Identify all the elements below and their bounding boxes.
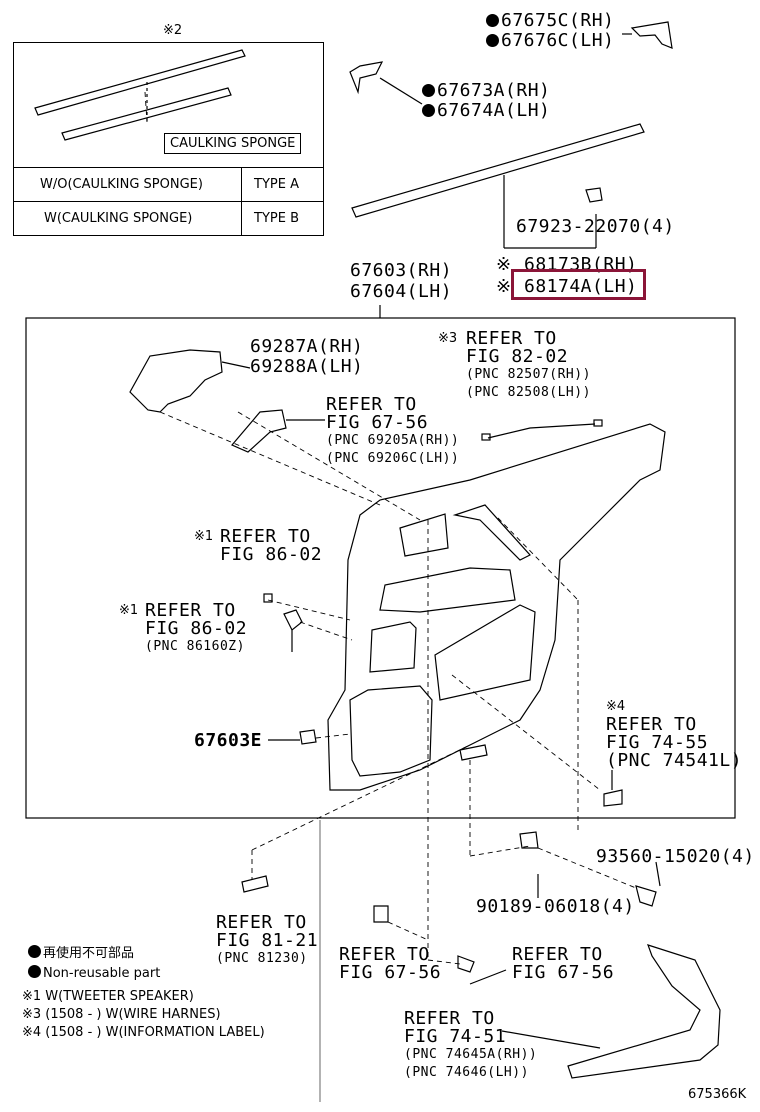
part-67676c: 67676C(LH) [486, 32, 614, 50]
part-93560: 93560-15020(4) [596, 846, 755, 867]
ref9-l1: REFER TO [404, 1008, 495, 1029]
part-67923: 67923-22070(4) [516, 216, 675, 237]
ref9-l4: (PNC 74646(LH)) [404, 1065, 529, 1080]
ref9-l2: FIG 74-51 [404, 1026, 507, 1047]
caulking-sponge-label: CAULKING SPONGE [164, 133, 302, 154]
legend-jp: 再使用不可部品 [28, 945, 134, 960]
ref4-mark: ※1 [119, 603, 139, 618]
part-67603e: 67603E [194, 730, 263, 751]
ref5-mark: ※4 [606, 699, 626, 714]
ref1-l3: (PNC 82507(RH)) [466, 367, 591, 382]
ref3-l2: FIG 86-02 [220, 544, 323, 565]
ref2-l3: (PNC 69205A(RH)) [326, 433, 460, 448]
ref6-l2: FIG 81-21 [216, 930, 319, 951]
ref4-l3: (PNC 86160Z) [145, 639, 245, 654]
caulking-sponge-inset: W/O(CAULKING SPONGE) TYPE A W(CAULKING S… [13, 42, 324, 236]
part-68173b-mark: ※ [496, 254, 512, 275]
legend-en: Non-reusable part [28, 965, 160, 980]
ref7-l2: FIG 67-56 [339, 962, 442, 983]
inset-type-b: TYPE B [254, 211, 299, 226]
ref6-l1: REFER TO [216, 912, 307, 933]
ref2-l4: (PNC 69206C(LH)) [326, 451, 460, 466]
ref1-mark: ※3 [438, 331, 458, 346]
legend-note1: ※1 W(TWEETER SPEAKER) [22, 989, 194, 1004]
ref2-l1: REFER TO [326, 394, 417, 415]
ref5-l2: FIG 74-55 [606, 732, 709, 753]
inset-type-a: TYPE A [254, 177, 299, 192]
legend-note4: ※4 (1508 - ) W(INFORMATION LABEL) [22, 1025, 265, 1040]
ref5-l3: (PNC 74541L) [606, 750, 743, 771]
ref6-l3: (PNC 81230) [216, 951, 308, 966]
part-67675c: 67675C(RH) [486, 12, 614, 30]
ref3-l1: REFER TO [220, 526, 311, 547]
inset-note-mark: ※2 [163, 23, 183, 38]
ref8-l2: FIG 67-56 [512, 962, 615, 983]
part-67673a: 67673A(RH) [422, 82, 550, 100]
diagram-id: 675366K [688, 1087, 747, 1102]
ref4-l2: FIG 86-02 [145, 618, 248, 639]
ref1-l1: REFER TO [466, 328, 557, 349]
ref2-l2: FIG 67-56 [326, 412, 429, 433]
part-69288a: 69288A(LH) [250, 356, 364, 377]
ref8-l1: REFER TO [512, 944, 603, 965]
inset-row-type-b: W(CAULKING SPONGE) TYPE B [14, 201, 323, 236]
part-69287a: 69287A(RH) [250, 336, 364, 357]
ref1-l2: FIG 82-02 [466, 346, 569, 367]
highlight-box [511, 269, 646, 300]
ref4-l1: REFER TO [145, 600, 236, 621]
part-67604: 67604(LH) [350, 281, 453, 302]
part-90189: 90189-06018(4) [476, 896, 635, 917]
inset-condition-a: W/O(CAULKING SPONGE) [40, 177, 203, 192]
legend-note3: ※3 (1508 - ) W(WIRE HARNES) [22, 1007, 221, 1022]
ref5-l1: REFER TO [606, 714, 697, 735]
ref9-l3: (PNC 74645A(RH)) [404, 1047, 538, 1062]
ref1-l4: (PNC 82508(LH)) [466, 385, 591, 400]
inset-condition-b: W(CAULKING SPONGE) [44, 211, 193, 226]
part-68174a-mark: ※ [496, 276, 512, 297]
ref7-l1: REFER TO [339, 944, 430, 965]
part-67674a: 67674A(LH) [422, 102, 550, 120]
inset-row-type-a: W/O(CAULKING SPONGE) TYPE A [14, 167, 323, 202]
ref3-mark: ※1 [194, 529, 214, 544]
part-68174a: 68174A(LH) [524, 276, 638, 297]
part-67603: 67603(RH) [350, 260, 453, 281]
